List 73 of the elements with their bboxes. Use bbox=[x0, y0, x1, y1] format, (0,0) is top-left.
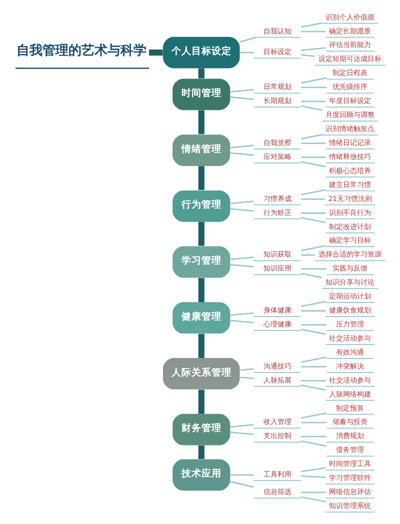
node-box: 健康管理 bbox=[172, 302, 230, 334]
connector bbox=[300, 366, 326, 368]
connector bbox=[300, 496, 326, 502]
connector bbox=[230, 200, 254, 204]
connector bbox=[198, 68, 204, 78]
connector bbox=[198, 278, 204, 302]
connector bbox=[198, 334, 204, 358]
connector bbox=[230, 320, 254, 324]
connector bbox=[148, 50, 162, 56]
node-box: 个人目标设定 bbox=[162, 36, 240, 68]
connector bbox=[198, 445, 204, 459]
connector bbox=[300, 161, 326, 168]
connector bbox=[230, 88, 254, 92]
connector bbox=[300, 324, 326, 326]
connector bbox=[300, 189, 326, 196]
connector bbox=[300, 86, 326, 88]
connector bbox=[230, 474, 254, 476]
connector bbox=[300, 54, 314, 57]
node-box: 财务管理 bbox=[172, 414, 230, 446]
connector bbox=[300, 492, 326, 494]
connector bbox=[240, 376, 254, 380]
connector bbox=[300, 475, 326, 478]
connector bbox=[198, 390, 204, 414]
connector bbox=[300, 198, 324, 200]
node-box: 情绪管理 bbox=[172, 134, 230, 166]
connector bbox=[300, 142, 326, 144]
connector bbox=[300, 156, 326, 158]
connector bbox=[230, 256, 254, 260]
connector bbox=[300, 328, 326, 335]
connector bbox=[300, 356, 326, 363]
connector bbox=[300, 380, 326, 382]
connector bbox=[240, 36, 256, 43]
connector bbox=[230, 152, 254, 156]
connector bbox=[300, 22, 322, 28]
connector bbox=[300, 77, 326, 84]
connector bbox=[198, 110, 204, 134]
connector bbox=[230, 424, 254, 428]
connector bbox=[300, 268, 326, 270]
connector bbox=[300, 30, 326, 32]
connector bbox=[300, 436, 326, 438]
node-box: 时间管理 bbox=[172, 78, 230, 110]
connector bbox=[300, 105, 322, 111]
node-box: 人际关系管理 bbox=[162, 358, 240, 390]
connector bbox=[230, 264, 254, 268]
connector bbox=[300, 47, 326, 51]
connector bbox=[300, 310, 326, 312]
connector bbox=[240, 52, 254, 54]
connector bbox=[300, 440, 326, 447]
node-box: 行为管理 bbox=[172, 190, 230, 222]
connector bbox=[230, 96, 254, 100]
connector bbox=[198, 222, 204, 246]
connector bbox=[300, 272, 322, 278]
node-box: 学习管理 bbox=[172, 246, 230, 278]
connector bbox=[230, 480, 254, 488]
node-text: 自我管理的艺术与科学 bbox=[16, 44, 146, 59]
connector bbox=[230, 312, 254, 316]
connector bbox=[300, 216, 326, 224]
connector bbox=[300, 467, 326, 472]
connector bbox=[300, 212, 326, 214]
connector bbox=[300, 245, 326, 252]
connector bbox=[230, 432, 254, 436]
connector bbox=[230, 144, 254, 148]
connector bbox=[300, 384, 326, 391]
connector bbox=[198, 166, 204, 190]
connector bbox=[300, 100, 326, 102]
connector bbox=[300, 254, 314, 256]
connector bbox=[300, 300, 326, 308]
connector bbox=[230, 208, 254, 212]
connector bbox=[300, 422, 326, 424]
connector bbox=[300, 134, 322, 140]
connector bbox=[300, 412, 326, 419]
node-box: 技术应用 bbox=[172, 459, 230, 491]
connector bbox=[240, 368, 254, 371]
